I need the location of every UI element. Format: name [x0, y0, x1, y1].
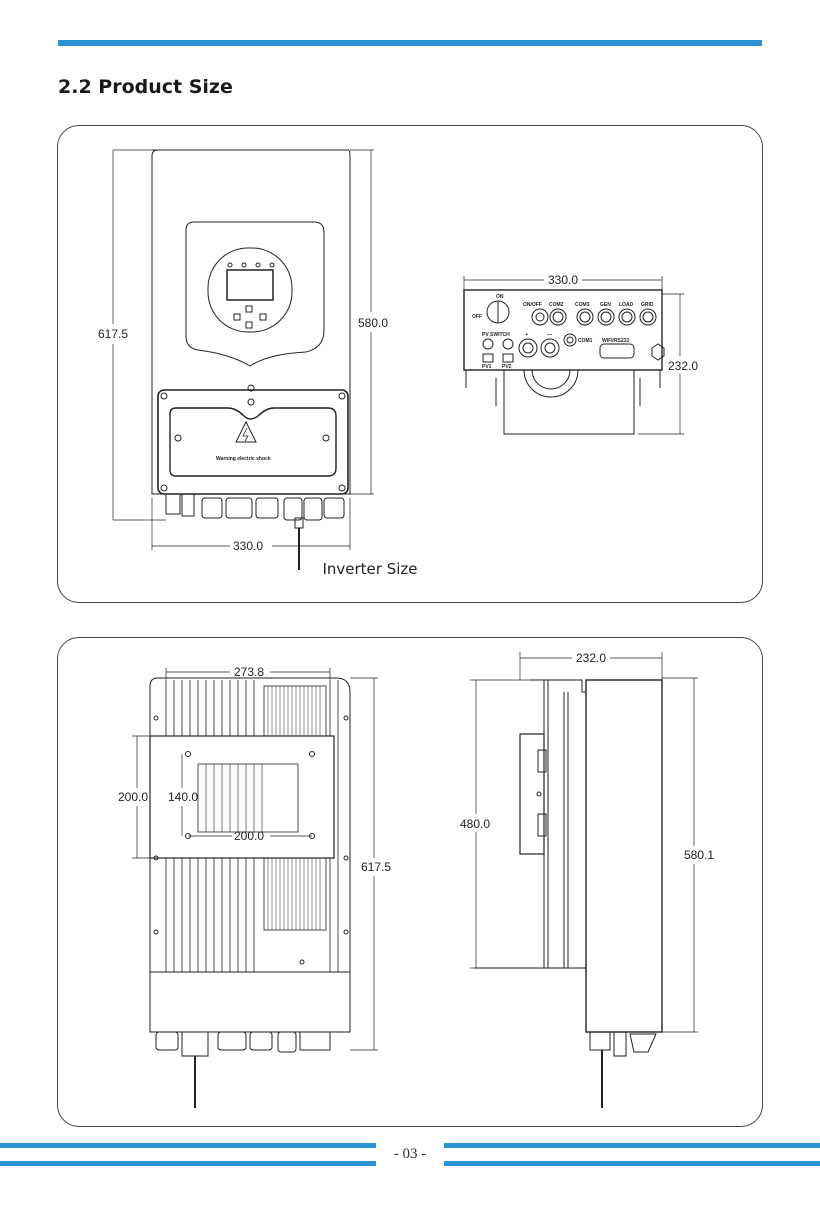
rear-bracket-height-label: 200.0 — [118, 790, 148, 804]
page-number: - 03 - — [393, 1146, 427, 1162]
section-title: 2.2 Product Size — [58, 76, 233, 98]
footer-bar-right-1 — [444, 1143, 820, 1148]
pv1-label: PV1 — [482, 364, 492, 370]
footer-bar-right-2 — [444, 1161, 820, 1166]
up-key-icon — [245, 305, 253, 313]
port-label-com2: COM2 — [549, 302, 564, 308]
display-bezel — [207, 247, 293, 333]
port-label-com3: COM3 — [575, 302, 590, 308]
front-width-label: 330.0 — [233, 539, 263, 553]
port-label-grid: GRID — [641, 302, 654, 308]
side-bracket-height-label: 480.0 — [460, 817, 490, 831]
bottom-width-label: 330.0 — [548, 273, 578, 287]
inverter-size-panel: 617.5 580.0 330.0 Warning electric shock — [57, 125, 763, 603]
pv-switch-label: PV SWITCH — [482, 332, 510, 338]
wifi-port-icon — [599, 343, 635, 359]
footer-bar-left-1 — [0, 1143, 376, 1148]
enter-key-icon — [259, 313, 267, 321]
com1-label: COM1 — [578, 338, 593, 344]
switch-on-label: ON — [496, 294, 504, 300]
warning-text: Warning electric shock — [216, 456, 271, 462]
port-label-gen: GEN — [600, 302, 611, 308]
cable-glands — [165, 493, 345, 570]
side-view — [470, 652, 698, 1108]
front-height-body-label: 580.0 — [358, 316, 388, 330]
inverter-size-drawing: 617.5 580.0 330.0 Warning electric shock — [98, 149, 698, 570]
rear-view-body — [149, 677, 351, 1033]
down-key-icon — [245, 321, 253, 329]
port-label-onoff: ON/OFF — [523, 302, 542, 308]
rear-cable-glands — [155, 1031, 331, 1108]
bottom-depth-label: 232.0 — [668, 359, 698, 373]
port-label-load: LOAD — [619, 302, 634, 308]
footer-bar-left-2 — [0, 1161, 376, 1166]
wifi-label: WIFI/RS232 — [602, 338, 629, 344]
rear-hole-width-label: 200.0 — [234, 829, 264, 843]
mounting-size-panel: 273.8 200.0 140.0 200.0 617.5 — [57, 637, 763, 1127]
side-cable-glands — [589, 1031, 657, 1108]
side-height-label: 580.1 — [684, 848, 714, 862]
battery-minus-label: — — [547, 332, 552, 338]
rear-hole-height-label: 140.0 — [168, 790, 198, 804]
esc-key-icon — [233, 313, 241, 321]
inverter-size-caption: Inverter Size — [322, 560, 418, 578]
display-panel — [185, 221, 325, 367]
switch-off-label: OFF — [472, 314, 482, 320]
pv2-label: PV2 — [502, 364, 512, 370]
warning-triangle-icon — [235, 420, 257, 443]
bottom-view — [463, 276, 684, 435]
front-height-total-label: 617.5 — [98, 327, 128, 341]
side-depth-label: 232.0 — [576, 651, 606, 665]
mounting-bracket — [149, 735, 335, 859]
rear-height-total-label: 617.5 — [361, 860, 391, 874]
top-accent-bar — [58, 40, 762, 46]
mounting-size-drawing: 273.8 200.0 140.0 200.0 617.5 — [118, 651, 714, 1108]
lcd-screen — [226, 269, 274, 301]
battery-plus-label: + — [525, 332, 528, 338]
rear-width-label: 273.8 — [234, 665, 264, 679]
